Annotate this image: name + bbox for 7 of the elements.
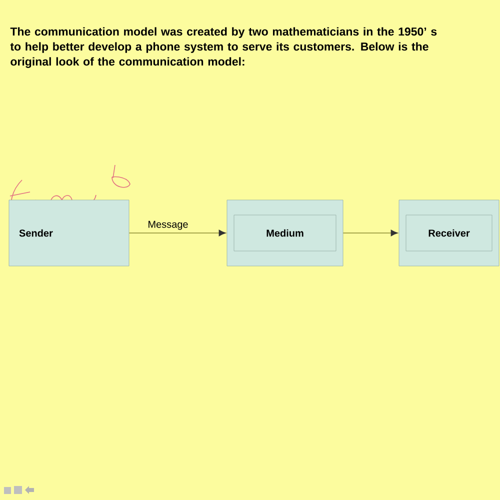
arrow bbox=[342, 230, 398, 236]
inner-box: Medium bbox=[234, 214, 336, 252]
intro-paragraph: The communication model was created by two mathematicians in the 1950’ s to help better develop a phone system to serve its customers. Below is the original look of the communication model: bbox=[10, 27, 437, 68]
edge-label: Message bbox=[148, 220, 188, 230]
arrow bbox=[128, 230, 226, 236]
inner-box: Receiver bbox=[406, 214, 492, 252]
process-box: Sender bbox=[8, 200, 130, 266]
